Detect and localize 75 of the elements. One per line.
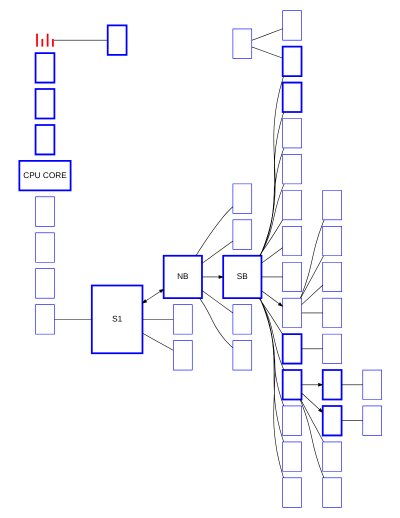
node-box (282, 10, 302, 40)
connector (142, 332, 174, 351)
connector (300, 256, 324, 298)
arrow (141, 288, 164, 304)
connector (259, 298, 284, 442)
connector (198, 298, 233, 348)
node-box (322, 442, 342, 472)
connector (251, 46, 282, 58)
node-box (232, 220, 252, 250)
connector (259, 298, 284, 478)
node-box (34, 124, 55, 156)
connector (260, 247, 282, 264)
arrow (300, 392, 323, 414)
node-box (281, 369, 302, 400)
node-box (34, 232, 54, 263)
connector (259, 184, 284, 256)
node-box (232, 340, 252, 370)
node-box (281, 333, 302, 364)
connector (340, 420, 362, 421)
connector (300, 284, 322, 305)
node-box (282, 262, 302, 292)
node-box (322, 334, 342, 364)
node-box (172, 340, 192, 370)
connector (258, 298, 284, 406)
connector (300, 220, 324, 298)
node-box (281, 82, 302, 113)
node-box (322, 226, 342, 256)
node-box (321, 369, 342, 400)
node-box (282, 298, 302, 328)
connector (340, 384, 362, 386)
connector (260, 276, 282, 278)
node-box (282, 478, 302, 508)
node-box (282, 190, 302, 220)
node-box (282, 118, 302, 148)
node-box (322, 478, 342, 508)
node-box (282, 442, 302, 472)
node-box (34, 304, 54, 334)
node-box (282, 154, 302, 184)
node-box (232, 28, 252, 59)
connector (300, 399, 324, 442)
node-box (282, 226, 302, 256)
connector (258, 220, 282, 256)
node-box (172, 304, 192, 334)
connector (300, 312, 322, 314)
node-box (322, 190, 342, 220)
arrow (201, 275, 224, 279)
arrow (260, 290, 283, 307)
connector (259, 112, 284, 256)
node-box (322, 298, 342, 328)
node-box (282, 406, 302, 436)
connector (142, 319, 174, 320)
connector (258, 298, 282, 334)
connector (299, 399, 324, 478)
connector (300, 348, 322, 350)
node-box (232, 304, 252, 334)
node-box (34, 52, 55, 84)
node-box (362, 370, 382, 400)
node-box (321, 405, 342, 436)
connector (251, 28, 282, 41)
connector (258, 298, 284, 370)
arrow (300, 382, 323, 387)
node-box (362, 406, 382, 436)
connector (259, 76, 284, 256)
node-box (322, 262, 342, 292)
node-box (34, 196, 54, 227)
connector (259, 148, 284, 256)
connector (201, 240, 233, 264)
node-box (232, 184, 252, 214)
node-box (281, 46, 302, 77)
node-box (34, 268, 54, 298)
node-box (34, 88, 55, 120)
connector (195, 206, 233, 256)
connector (54, 319, 92, 320)
connector (201, 290, 233, 314)
node-box (106, 24, 127, 56)
